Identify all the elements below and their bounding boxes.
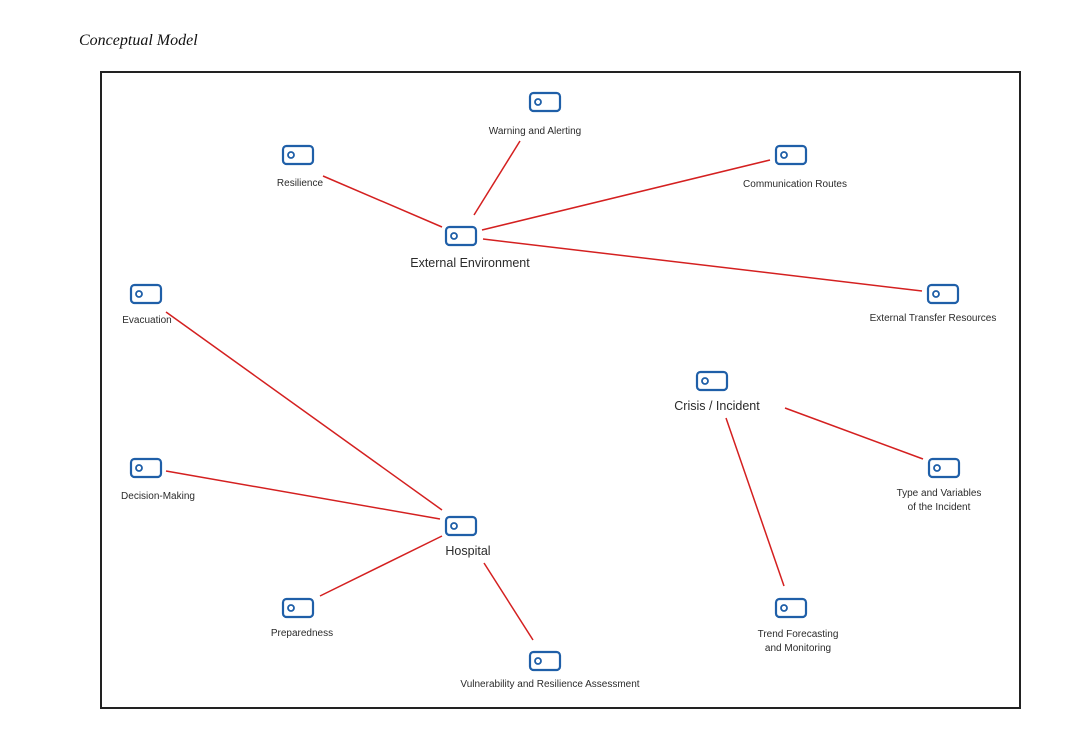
node-evacuation[interactable]: Evacuation (122, 283, 172, 326)
edge-hospital-decision (165, 470, 441, 520)
tag-icon (528, 91, 562, 113)
edge-crisis-trend (725, 417, 785, 587)
diagram-frame (100, 71, 1021, 709)
edge-hospital-preparedness (319, 535, 443, 597)
tag-icon (444, 225, 478, 247)
node-communication[interactable]: Communication Routes (743, 144, 847, 190)
node-label: Warning and Alerting (489, 126, 581, 137)
tag-icon (927, 457, 961, 479)
edge-hospital-evacuation (165, 311, 443, 511)
node-label: External Transfer Resources (870, 313, 997, 324)
node-warning[interactable]: Warning and Alerting (489, 91, 581, 137)
node-decision[interactable]: Decision-Making (121, 457, 195, 502)
figure-caption: Conceptual Model (79, 32, 198, 49)
tag-icon (129, 283, 163, 305)
node-label: Vulnerability and Resilience Assessment (460, 679, 639, 690)
node-label: Decision-Making (121, 491, 195, 502)
node-resilience[interactable]: Resilience (277, 144, 324, 189)
tag-icon (528, 650, 562, 672)
node-external_env[interactable]: External Environment (410, 225, 530, 270)
node-label: Preparedness (271, 628, 333, 639)
edge-external_env-warning (473, 140, 521, 216)
edges (165, 140, 924, 641)
node-label: Evacuation (122, 315, 171, 326)
tag-icon (774, 144, 808, 166)
tag-icon (444, 515, 478, 537)
node-hospital[interactable]: Hospital (444, 515, 491, 558)
node-vulnerability[interactable]: Vulnerability and Resilience Assessment (460, 650, 640, 690)
edge-hospital-vulnerability (483, 562, 534, 641)
edge-crisis-type_vars (784, 407, 924, 460)
tag-icon (695, 370, 729, 392)
tag-icon (774, 597, 808, 619)
node-preparedness[interactable]: Preparedness (271, 597, 333, 639)
node-label: Hospital (445, 544, 490, 558)
edge-external_env-communication (481, 159, 771, 231)
node-label: Crisis / Incident (674, 399, 760, 413)
node-external_transfer[interactable]: External Transfer Resources (870, 283, 997, 324)
edge-external_env-resilience (322, 175, 443, 228)
edge-external_env-external_transfer (482, 238, 923, 292)
node-crisis[interactable]: Crisis / Incident (674, 370, 760, 413)
tag-icon (281, 144, 315, 166)
node-label: Resilience (277, 178, 324, 189)
tag-icon (281, 597, 315, 619)
tag-icon (129, 457, 163, 479)
node-label: External Environment (410, 256, 530, 270)
tag-icon (926, 283, 960, 305)
node-label: Communication Routes (743, 179, 847, 190)
